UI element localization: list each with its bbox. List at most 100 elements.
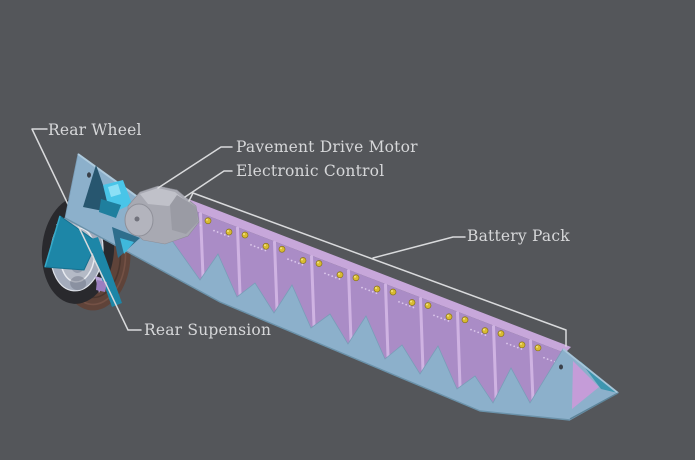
vent-dot (550, 359, 553, 362)
leader-lines (31, 128, 567, 347)
suspension-strut (88, 237, 122, 307)
tail-bottom-edge (569, 392, 619, 420)
screw (278, 245, 286, 253)
vent-dot (287, 258, 289, 261)
vent-dot (213, 229, 215, 232)
motor-right-facet (170, 195, 198, 234)
screw (262, 242, 270, 250)
vent-dot (408, 305, 411, 307)
battery-divider (310, 255, 316, 327)
motor-mount (83, 165, 140, 258)
rear-suspension-arm (44, 215, 122, 307)
leader-battery-pack-label (372, 236, 466, 259)
leader-battery-pack-bracket (188, 192, 567, 347)
screw-glint (301, 258, 303, 261)
plate-hole (87, 172, 91, 178)
screw (352, 274, 360, 282)
vent-dot (520, 348, 523, 350)
vent-dot (250, 244, 252, 246)
screw-glint (410, 300, 412, 303)
vent-dot (433, 314, 435, 317)
suspension-link-purple (96, 280, 107, 292)
screw-glint (391, 290, 393, 293)
battery-divider (236, 226, 242, 296)
vent-dot (199, 224, 202, 227)
tail-top-edge (562, 348, 619, 394)
vent-dot (470, 328, 472, 331)
vent-dot (216, 231, 219, 233)
vent-dot (477, 331, 480, 334)
screw (315, 260, 323, 267)
motor-cyan-shadow (99, 199, 121, 218)
screw-glint (426, 303, 428, 306)
vent-dot (227, 235, 230, 238)
vent-dot (260, 248, 263, 250)
screw-glint (338, 272, 340, 275)
battery-divider (347, 269, 353, 343)
vent-dot (543, 356, 545, 359)
label-electronic-control: Electronic Control (236, 162, 385, 180)
screw-glint (536, 345, 538, 348)
screw (481, 327, 489, 334)
vent-dot (473, 330, 476, 332)
vent-dot (294, 261, 297, 263)
vent-dot (447, 320, 450, 322)
screw (534, 344, 542, 352)
tail-pink-panel (572, 361, 599, 409)
leader-line-wheel-suspension (31, 128, 129, 331)
vent-dot (398, 300, 400, 303)
vent-dot (401, 302, 404, 305)
vent-dot (480, 332, 483, 335)
screw (518, 341, 526, 349)
screw (336, 271, 344, 279)
screw (408, 299, 416, 306)
battery-divider (273, 240, 279, 312)
motor-cylinder-hub (134, 216, 140, 222)
vent-dot (513, 345, 516, 348)
battery-divider (492, 325, 498, 399)
vent-dot (361, 286, 363, 289)
tail-hole (559, 364, 563, 370)
vent-dot (223, 233, 226, 236)
vent-dot (338, 278, 341, 280)
screw-glint (206, 218, 208, 221)
vent-dot (290, 259, 293, 262)
vent-dot (443, 318, 446, 321)
screw (373, 285, 381, 293)
vent-dot (257, 246, 260, 249)
battery-divider (456, 311, 462, 388)
pulley-cyan (120, 238, 134, 254)
screw (461, 316, 469, 324)
vent-dot (546, 358, 549, 361)
vent-dot (371, 290, 374, 293)
label-rear-suspension: Rear Supension (144, 321, 272, 339)
screw (497, 330, 505, 337)
vent-dot (412, 306, 415, 309)
screw-glint (264, 244, 266, 247)
screw (225, 228, 233, 236)
screw-glint (354, 275, 356, 278)
battery-top-face (172, 195, 571, 353)
vent-dot (220, 232, 223, 235)
label-battery-pack: Battery Pack (467, 227, 570, 245)
label-rear-wheel: Rear Wheel (48, 121, 142, 139)
screw-glint (375, 287, 377, 290)
vent-dot (327, 273, 330, 276)
screw-glint (447, 314, 449, 317)
screw-glint (499, 331, 501, 334)
vent-dot (264, 249, 267, 252)
leader-electronic-control (184, 170, 233, 198)
screw-glint (243, 233, 245, 236)
screw-glint (483, 328, 485, 331)
battery-pack (172, 195, 571, 416)
screw (424, 302, 432, 309)
vent-dot (436, 315, 439, 318)
battery-divider (419, 296, 425, 373)
vent-dot (253, 245, 256, 248)
battery-front-face (172, 202, 567, 416)
drive-motor-housing (124, 185, 200, 245)
screw-glint (280, 247, 282, 250)
vent-dot (405, 303, 408, 306)
